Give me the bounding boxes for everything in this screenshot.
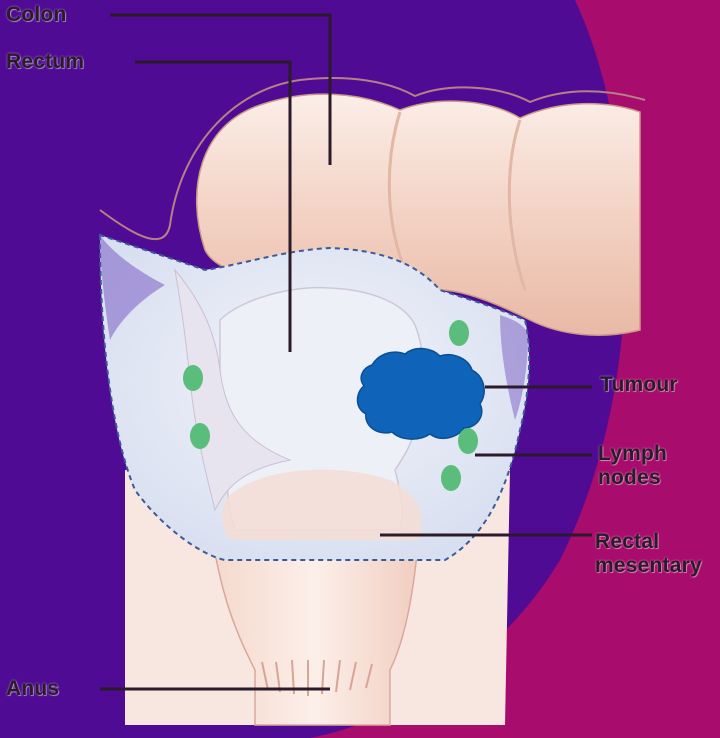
label-rectum: Rectum (6, 50, 84, 74)
label-tumour: Tumour (600, 373, 678, 397)
lymph-node (458, 428, 478, 454)
label-lymph-nodes: Lymph nodes (598, 442, 688, 490)
tumour-shape (358, 348, 485, 439)
lymph-node (190, 423, 210, 449)
lymph-node (441, 465, 461, 491)
lymph-node (449, 320, 469, 346)
lymph-node (183, 365, 203, 391)
label-anus: Anus (6, 677, 59, 701)
label-colon: Colon (6, 3, 66, 27)
label-rectal-mesentary: Rectal mesentary (595, 530, 720, 578)
